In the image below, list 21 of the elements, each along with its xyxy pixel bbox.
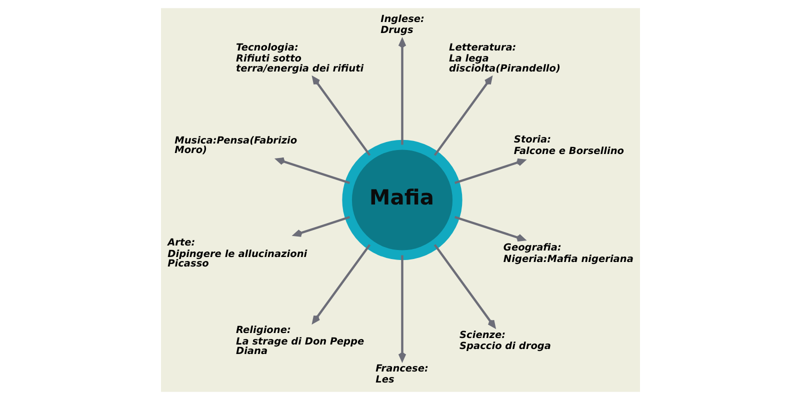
- arrow: [312, 244, 370, 324]
- arrow: [454, 158, 525, 184]
- node-text: Religione: La strage di Don Peppe Diana: [235, 325, 364, 358]
- arrow: [398, 38, 406, 145]
- arrow: [292, 216, 350, 237]
- node-text: Inglese: Drugs: [380, 14, 424, 36]
- node-text: Geografia: Nigeria:Mafia nigeriana: [502, 242, 633, 265]
- arrow: [433, 244, 496, 328]
- arrow: [275, 157, 350, 184]
- arrow: [433, 76, 492, 156]
- node-text: Francese: Les: [375, 363, 428, 386]
- node-text: Arte: Dipingere le allucinazioni Picasso: [167, 238, 307, 270]
- arrow: [312, 76, 370, 156]
- arrow: [398, 255, 406, 362]
- node-text: Letteratura: La lega disciolta(Pirandello): [448, 42, 560, 74]
- arrow: [454, 216, 525, 242]
- node-text: Scienze: Spaccio di droga: [459, 330, 551, 352]
- node-circle: Mafia: [342, 140, 462, 260]
- node-text: Tecnologia: Rifiuti sotto terra/energia dei rifiuti: [235, 42, 364, 74]
- node-text: Musica:Pensa(Fabrizio Moro): [174, 135, 297, 156]
- node-text: Storia: Falcone e Borsellino: [513, 134, 624, 157]
